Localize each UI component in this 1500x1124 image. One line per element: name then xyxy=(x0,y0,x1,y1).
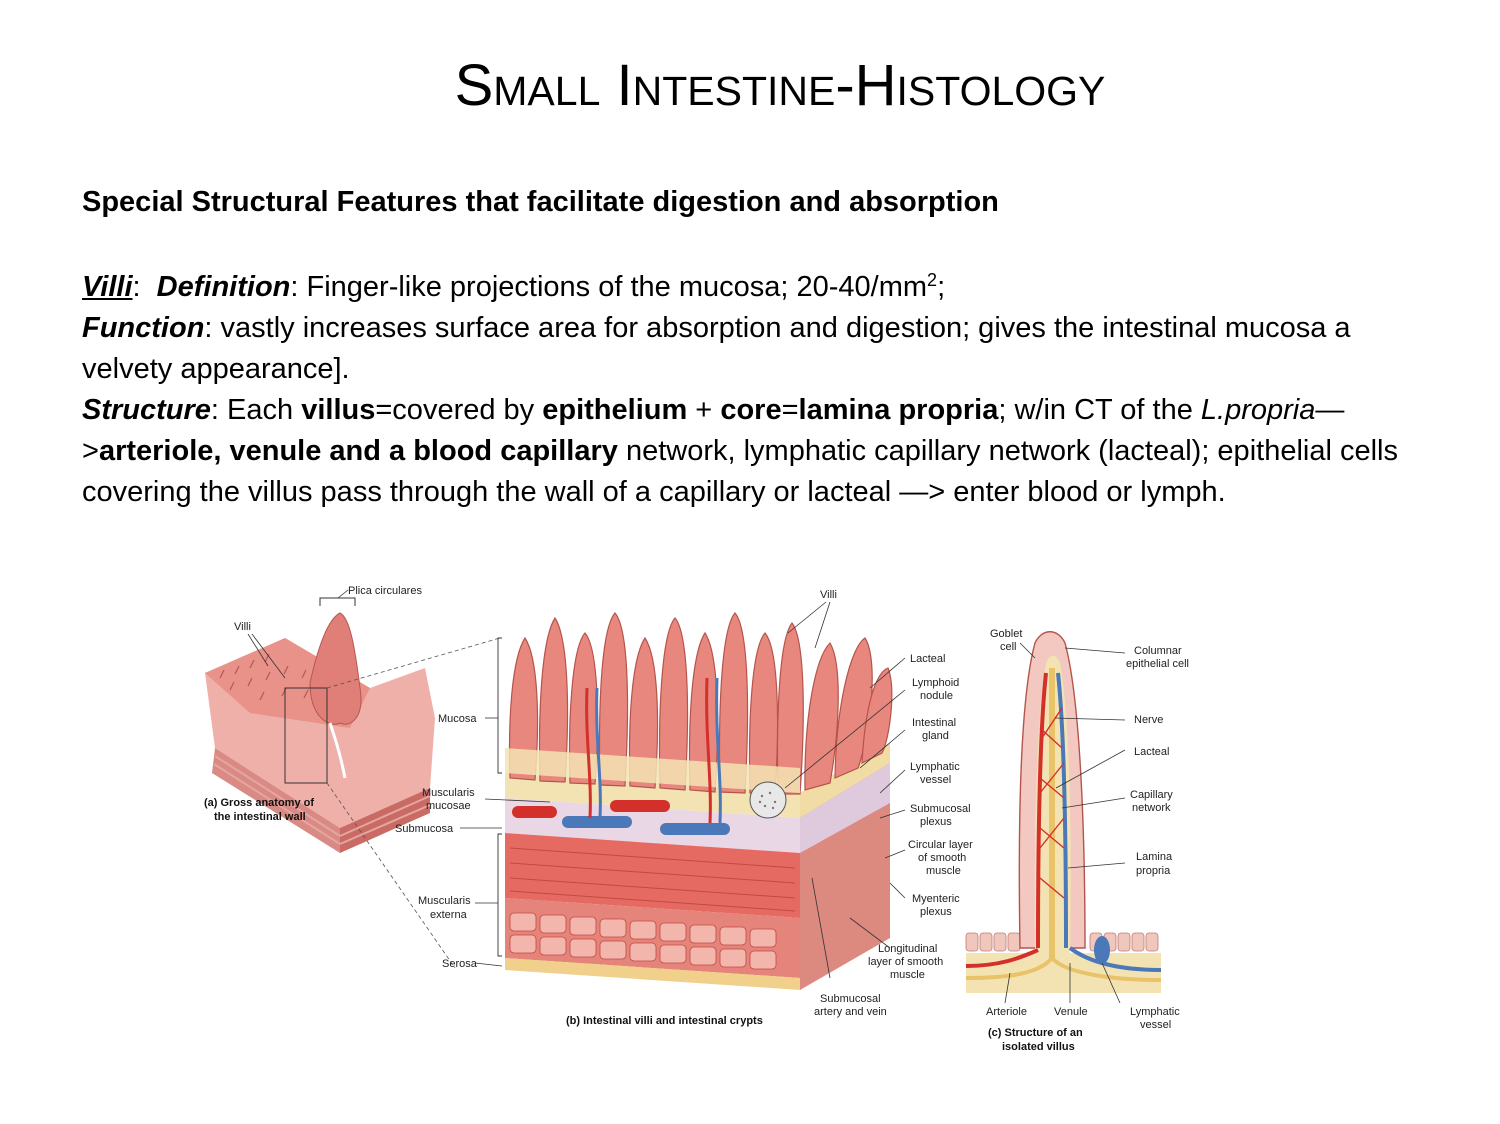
label-serosa: Serosa xyxy=(442,958,478,970)
label-arteriole: Arteriole xyxy=(986,1006,1027,1018)
label-gland: gland xyxy=(922,730,949,742)
label-lymphatic-c: Lymphatic xyxy=(1130,1006,1180,1018)
label-muscularis-1: Muscularis xyxy=(422,787,475,799)
section-heading: Special Structural Features that facilit… xyxy=(82,186,999,218)
label-propria: propria xyxy=(1136,865,1171,877)
label-mucosa: Mucosa xyxy=(438,713,477,725)
structure-paragraph: Structure: Each villus=covered by epithe… xyxy=(82,394,1398,508)
label-cell: cell xyxy=(1000,641,1017,653)
label-nodule: nodule xyxy=(920,690,953,702)
title-container: Small Intestine-Histology xyxy=(300,52,1260,119)
label-lymphoid: Lymphoid xyxy=(912,677,959,689)
label-columnar: Columnar xyxy=(1134,645,1182,657)
label-vessel-b: vessel xyxy=(920,774,951,786)
label-villi-b: Villi xyxy=(820,589,837,601)
definition-line: Villi: Definition: Finger-like projectio… xyxy=(82,270,946,303)
label-lacteal-c: Lacteal xyxy=(1134,746,1169,758)
intestine-illustration-svg: Plica circulares Villi (a) Gross anatomy… xyxy=(204,585,1189,1053)
label-artery-and-vein: artery and vein xyxy=(814,1006,887,1018)
label-lymphatic-b: Lymphatic xyxy=(910,761,960,773)
caption-panel-a-1: (a) Gross anatomy of xyxy=(204,797,314,809)
villi-description: Villi: Definition: Finger-like projectio… xyxy=(82,267,1422,513)
label-muscle-1: muscle xyxy=(926,865,961,877)
structure-label: Structure xyxy=(82,394,211,426)
definition-sup: 2 xyxy=(927,270,938,290)
label-muscularis-2: Muscularis xyxy=(418,895,471,907)
label-nerve: Nerve xyxy=(1134,714,1163,726)
label-longitudinal: Longitudinal xyxy=(878,943,937,955)
caption-panel-c-2: isolated villus xyxy=(1002,1041,1075,1053)
label-layer-of-smooth: layer of smooth xyxy=(868,956,943,968)
label-mucosae: mucosae xyxy=(426,800,471,812)
label-capillary: Capillary xyxy=(1130,789,1173,801)
label-plexus-2: plexus xyxy=(920,906,952,918)
definition-end: ; xyxy=(937,271,946,303)
villi-term: Villi xyxy=(82,271,133,303)
label-plexus-1: plexus xyxy=(920,816,952,828)
structure-text: + xyxy=(687,394,721,426)
function-paragraph: Function: vastly increases surface area … xyxy=(82,312,1351,385)
structure-bold: arteriole, venule and a blood capillary xyxy=(98,435,618,467)
label-epithelial-cell: epithelial cell xyxy=(1126,658,1189,670)
structure-text: —> xyxy=(82,394,1345,467)
panel-a-gross-anatomy: Plica circulares Villi (a) Gross anatomy… xyxy=(204,585,501,969)
structure-text: =covered by xyxy=(375,394,543,426)
label-muscle-2: muscle xyxy=(890,969,925,981)
label-network: network xyxy=(1132,802,1171,814)
panel-b-villi-and-crypts: Mucosa Muscularis mucosae Submucosa Musc… xyxy=(395,589,973,1027)
definition-label: Definition xyxy=(156,271,291,303)
function-label: Function xyxy=(82,312,205,344)
caption-panel-c-1: (c) Structure of an xyxy=(988,1027,1083,1039)
label-submucosal: Submucosal xyxy=(910,803,971,815)
label-submucosal-artery: Submucosal xyxy=(820,993,881,1005)
panel-c-isolated-villus: Goblet cell Columnar epithelial cell Ner… xyxy=(965,628,1189,1053)
caption-panel-b: (b) Intestinal villi and intestinal cryp… xyxy=(566,1015,763,1027)
structure-text: Each xyxy=(227,394,302,426)
label-plica-circulares: Plica circulares xyxy=(348,585,422,597)
function-text: vastly increases surface area for absorp… xyxy=(82,312,1351,385)
structure-bold: core xyxy=(720,394,782,426)
structure-text: ; w/in CT of the xyxy=(998,394,1201,426)
label-myenteric: Myenteric xyxy=(912,893,960,905)
label-lacteal-b: Lacteal xyxy=(910,653,945,665)
structure-text: network, lymphatic capillary network (la… xyxy=(82,435,1398,508)
label-lamina: Lamina xyxy=(1136,851,1173,863)
definition-text: Finger-like projections of the mucosa; 2… xyxy=(306,271,928,303)
label-goblet: Goblet xyxy=(990,628,1022,640)
label-of-smooth-1: of smooth xyxy=(918,852,966,864)
label-intestinal: Intestinal xyxy=(912,717,956,729)
label-venule: Venule xyxy=(1054,1006,1088,1018)
label-externa: externa xyxy=(430,909,468,921)
structure-bold: lamina propria xyxy=(798,394,999,426)
intestine-illustration: Plica circulares Villi (a) Gross anatomy… xyxy=(190,578,1220,1068)
caption-panel-a-2: the intestinal wall xyxy=(214,811,306,823)
page-title: Small Intestine-Histology xyxy=(454,53,1106,118)
label-submucosa: Submucosa xyxy=(395,823,454,835)
structure-bold: villus xyxy=(301,394,376,426)
label-circular-layer: Circular layer xyxy=(908,839,973,851)
structure-text: = xyxy=(781,394,799,426)
structure-bold: epithelium xyxy=(542,394,688,426)
label-vessel-c: vessel xyxy=(1140,1019,1171,1031)
structure-italic: L.propria xyxy=(1200,394,1316,426)
label-villi-a: Villi xyxy=(234,621,251,633)
